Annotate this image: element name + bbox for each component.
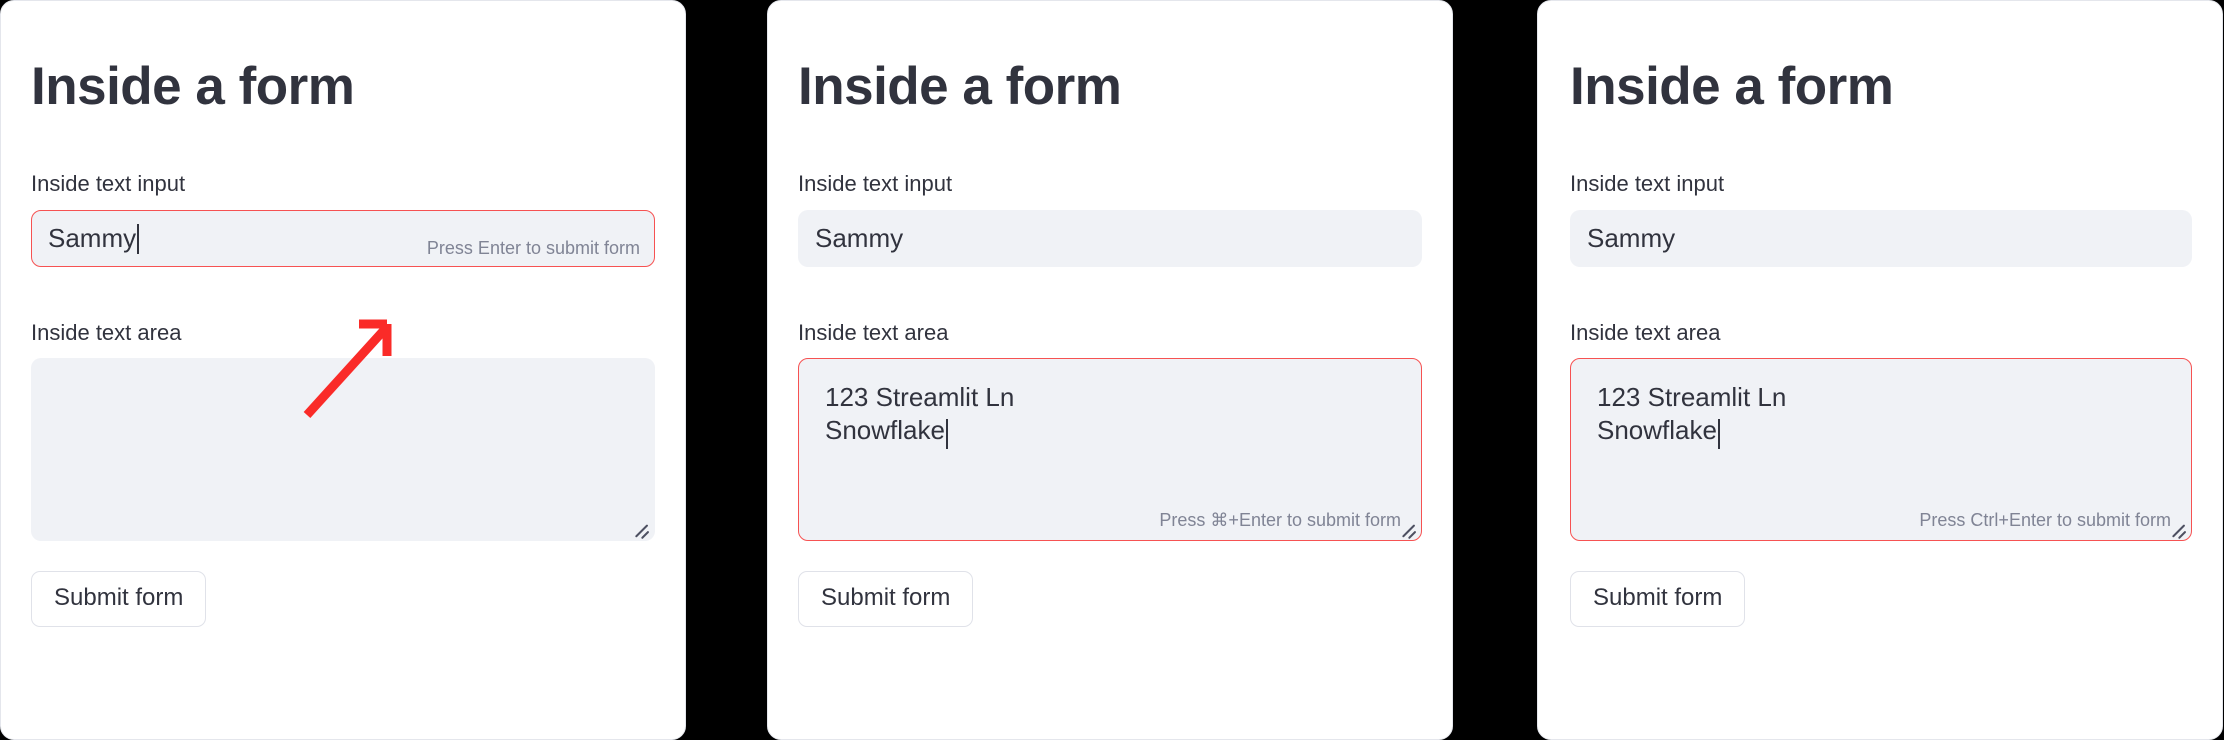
resize-handle-icon[interactable] [632,519,650,539]
text-area-line-2-wrap: Snowflake [825,414,1405,449]
text-input-label: Inside text input [31,170,186,196]
text-area-submit-hint: Press Ctrl+Enter to submit form [1919,510,2171,531]
text-cursor [945,418,948,449]
text-area-line-2: Snowflake [825,415,945,446]
text-cursor [137,224,140,255]
panel-content: Inside a form Inside text input Sammy In… [768,1,1452,739]
text-area-line-2-wrap: Snowflake [1597,414,2175,449]
text-area-label: Inside text area [1570,319,1721,345]
panel-content: Inside a form Inside text input Sammy In… [1538,1,2222,739]
page-title: Inside a form [1570,57,1894,116]
form-panel-ctrl-enter-hint: Inside a form Inside text input Sammy In… [1537,0,2223,740]
resize-handle-icon[interactable] [1399,519,1417,539]
resize-handle-icon[interactable] [2169,519,2187,539]
panel-content: Inside a form Inside text input Sammy Pr… [1,1,685,739]
text-cursor [1717,418,1720,449]
text-area-line-1: 123 Streamlit Ln [825,382,1015,413]
text-input-label: Inside text input [798,170,953,196]
text-area[interactable] [31,358,655,542]
text-input-submit-hint: Press Enter to submit form [426,237,640,258]
text-input[interactable]: Sammy [1570,209,2192,267]
text-area[interactable]: 123 Streamlit Ln Snowflake Press Ctrl+En… [1570,358,2192,542]
text-area-line-1: 123 Streamlit Ln [1597,382,1787,413]
submit-form-button[interactable]: Submit form [1570,571,1746,627]
text-input[interactable]: Sammy [798,209,1422,267]
text-area-label: Inside text area [798,319,949,345]
text-input-label: Inside text input [1570,170,1725,196]
page-title: Inside a form [31,57,355,116]
page-title: Inside a form [798,57,1122,116]
text-input-value: Sammy [815,223,904,254]
form-panel-enter-hint: Inside a form Inside text input Sammy Pr… [0,0,686,740]
text-area-line-2: Snowflake [1597,415,1717,446]
text-input[interactable]: Sammy Press Enter to submit form [31,209,655,267]
text-input-value: Sammy [1587,223,1676,254]
form-panel-cmd-enter-hint: Inside a form Inside text input Sammy In… [767,0,1453,740]
submit-form-button[interactable]: Submit form [798,571,974,627]
text-input-value: Sammy [48,223,137,254]
submit-form-button[interactable]: Submit form [31,571,207,627]
text-area[interactable]: 123 Streamlit Ln Snowflake Press ⌘+Enter… [798,358,1422,542]
text-area-label: Inside text area [31,319,182,345]
text-area-submit-hint: Press ⌘+Enter to submit form [1159,510,1401,531]
